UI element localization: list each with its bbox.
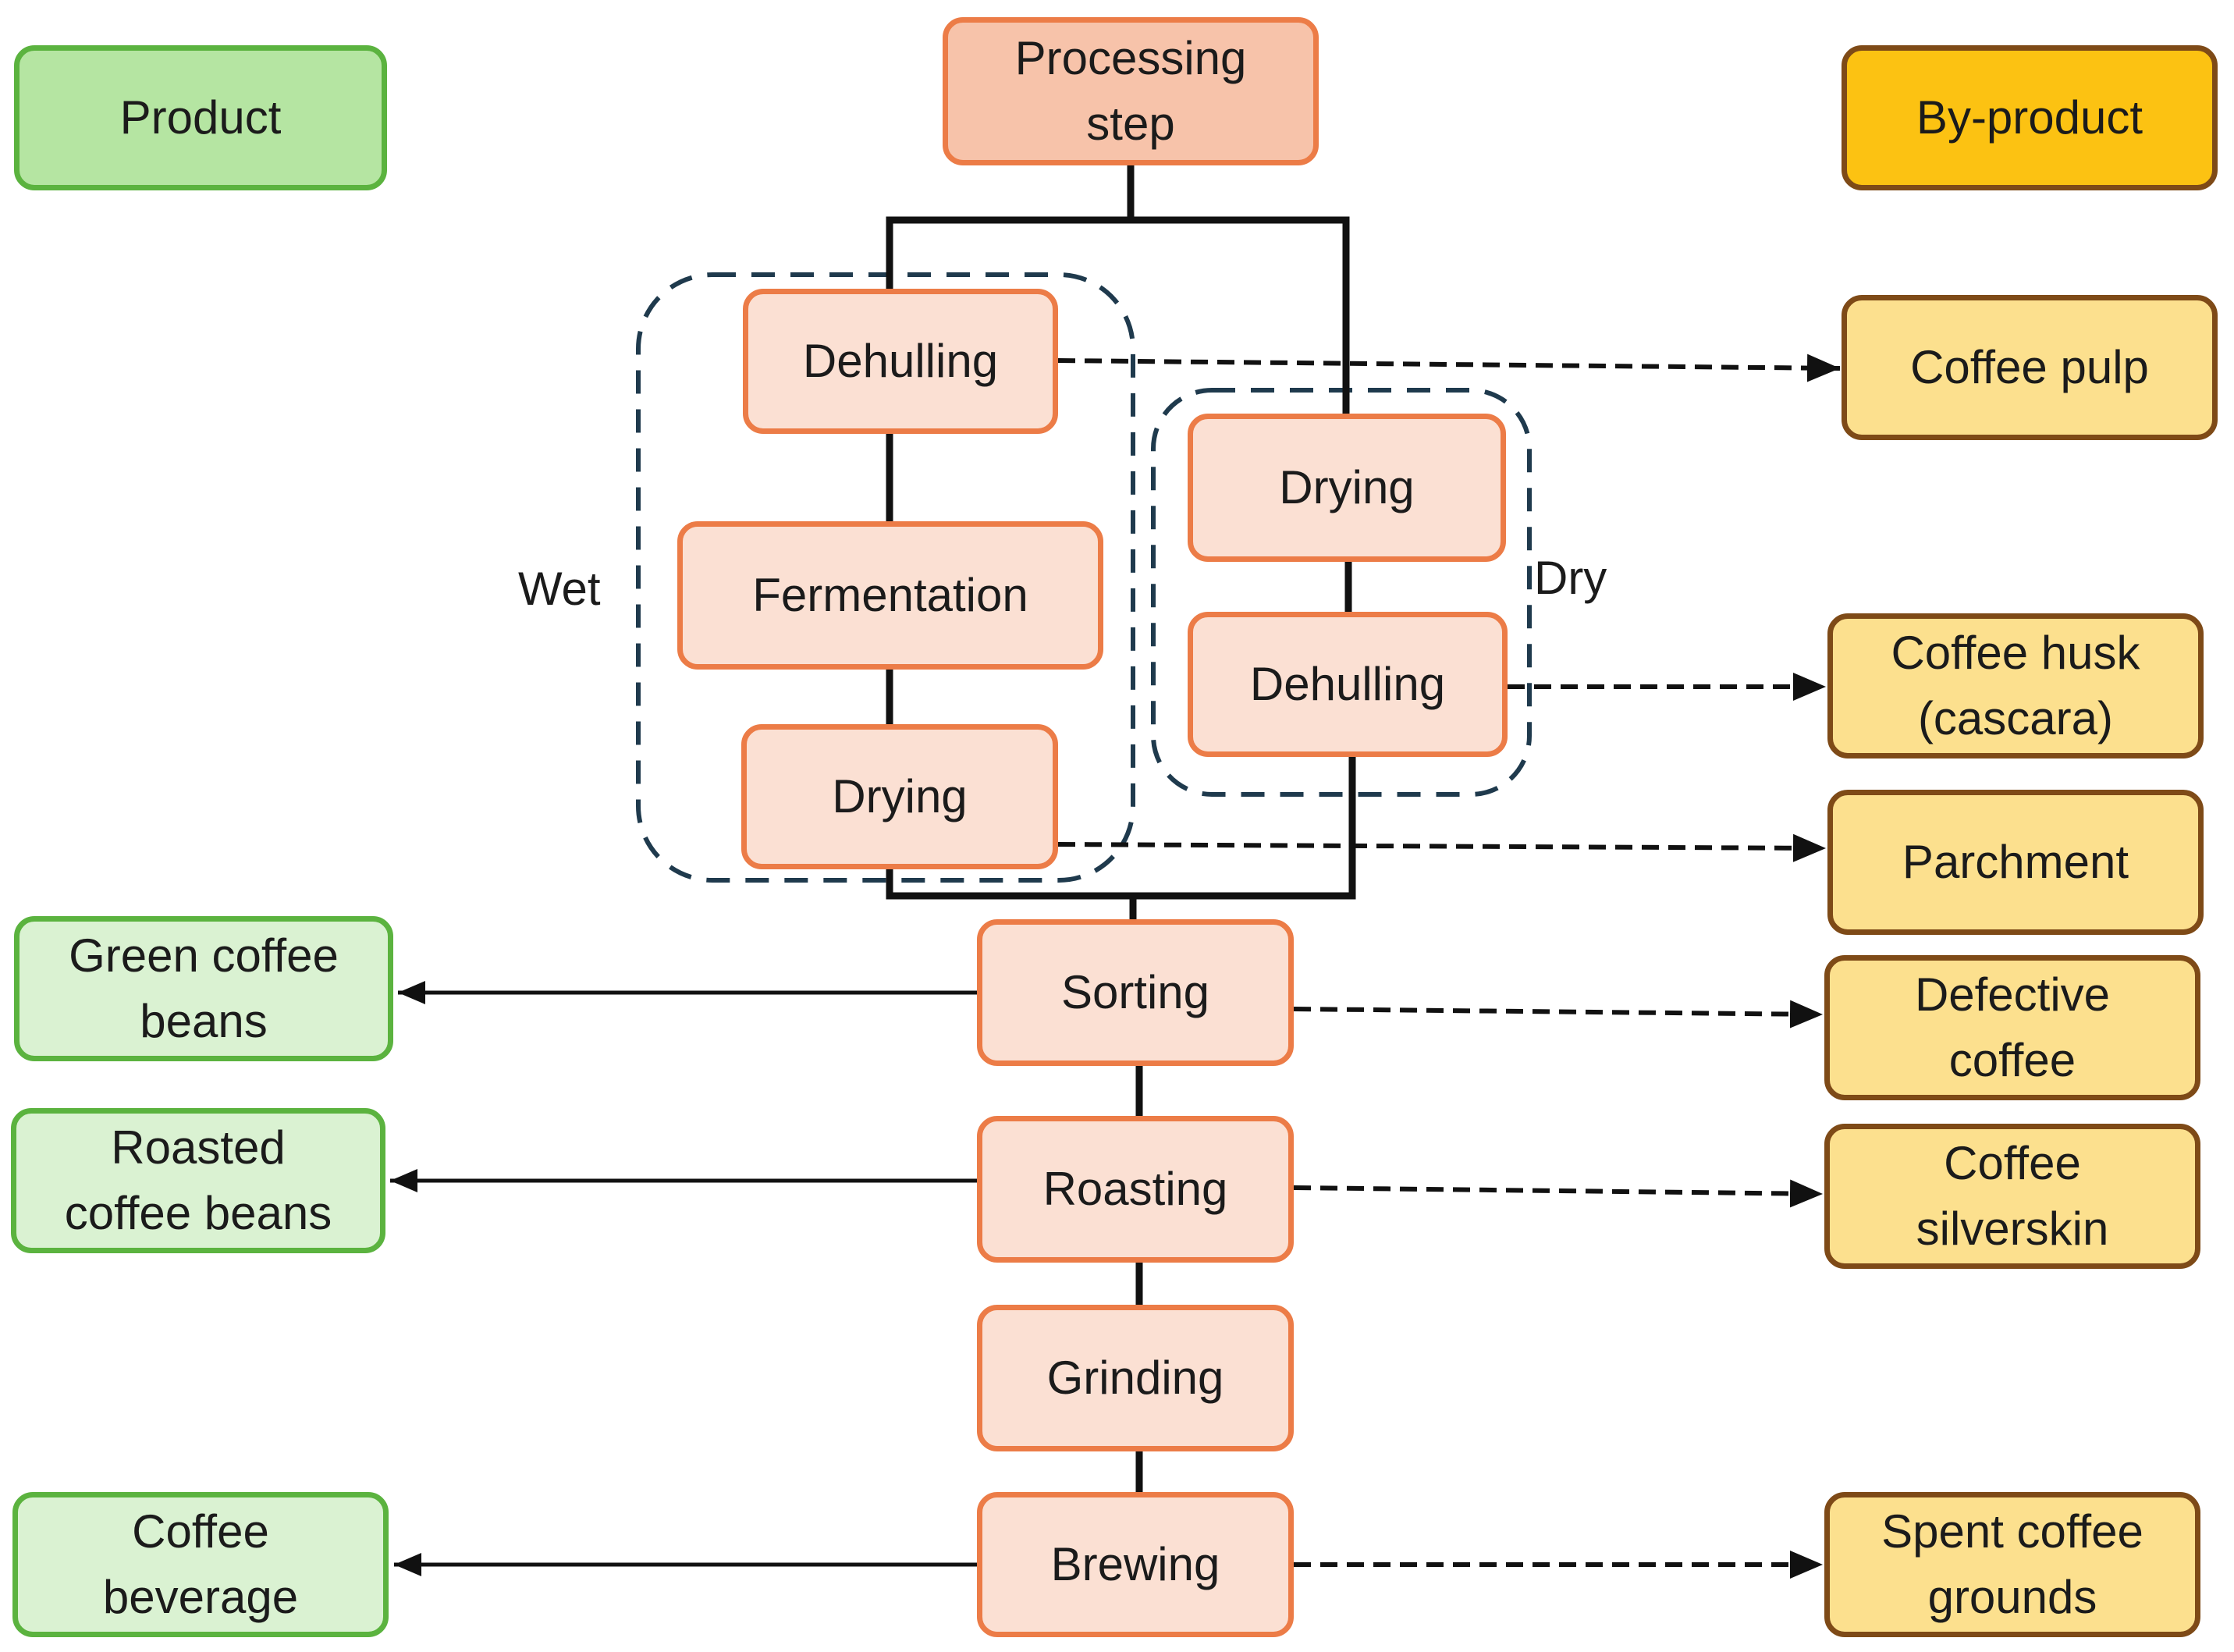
legend-product-label: Product (119, 91, 282, 144)
coffee-beverage-product: Coffee beverage (12, 1492, 389, 1637)
roasting-label: Roasting (1042, 1163, 1228, 1215)
grinding-step: Grinding (977, 1305, 1294, 1451)
legend-product: Product (14, 45, 387, 190)
grinding-label: Grinding (1046, 1352, 1224, 1404)
flow-lines (886, 165, 1356, 1492)
fermentation-label: Fermentation (752, 569, 1028, 621)
coffee-beverage-label: Coffee beverage (102, 1505, 299, 1623)
coffee-silverskin-label: Coffee silverskin (1916, 1137, 2109, 1255)
legend-processing-step: Processing step (943, 17, 1319, 165)
sorting-step: Sorting (977, 919, 1294, 1066)
roasting-step: Roasting (977, 1116, 1294, 1263)
dry-dehulling-label: Dehulling (1249, 658, 1446, 710)
coffee-husk-byproduct: Coffee husk (cascara) (1827, 613, 2204, 758)
wet-group-label: Wet (518, 563, 601, 615)
dry-group-label: Dry (1534, 552, 1607, 604)
coffee-pulp-byproduct: Coffee pulp (1842, 295, 2218, 440)
legend-by-product-label: By-product (1916, 91, 2143, 144)
coffee-silverskin-byproduct: Coffee silverskin (1824, 1124, 2200, 1269)
legend-processing-step-label: Processing step (1014, 32, 1247, 150)
wet-dehulling-label: Dehulling (802, 335, 999, 387)
wet-group-outline (636, 272, 1135, 883)
brewing-label: Brewing (1050, 1538, 1220, 1590)
product-arrows (390, 981, 977, 1576)
dry-drying-step: Drying (1188, 414, 1506, 562)
fermentation-step: Fermentation (677, 521, 1103, 670)
legend-by-product: By-product (1842, 45, 2218, 190)
dry-dehulling-step: Dehulling (1188, 612, 1508, 757)
dry-drying-label: Drying (1279, 461, 1415, 513)
roasted-coffee-beans-product: Roasted coffee beans (11, 1108, 385, 1253)
coffee-pulp-label: Coffee pulp (1910, 341, 2149, 393)
brewing-step: Brewing (977, 1492, 1294, 1637)
wet-drying-step: Drying (741, 724, 1058, 869)
green-coffee-beans-product: Green coffee beans (14, 916, 393, 1061)
defective-coffee-label: Defective coffee (1914, 968, 2111, 1086)
defective-coffee-byproduct: Defective coffee (1824, 955, 2200, 1100)
wet-dehulling-step: Dehulling (743, 289, 1058, 434)
green-coffee-beans-label: Green coffee beans (69, 929, 339, 1047)
sorting-label: Sorting (1060, 966, 1210, 1018)
coffee-husk-label: Coffee husk (cascara) (1891, 627, 2140, 744)
spent-coffee-grounds-label: Spent coffee grounds (1881, 1505, 2143, 1623)
wet-drying-label: Drying (832, 770, 968, 822)
spent-coffee-grounds-byproduct: Spent coffee grounds (1824, 1492, 2200, 1637)
parchment-byproduct: Parchment (1827, 790, 2204, 935)
parchment-label: Parchment (1902, 836, 2129, 888)
roasted-coffee-beans-label: Roasted coffee beans (64, 1121, 332, 1239)
byproduct-arrows (1057, 353, 1841, 1579)
dry-group-outline (1151, 388, 1532, 797)
